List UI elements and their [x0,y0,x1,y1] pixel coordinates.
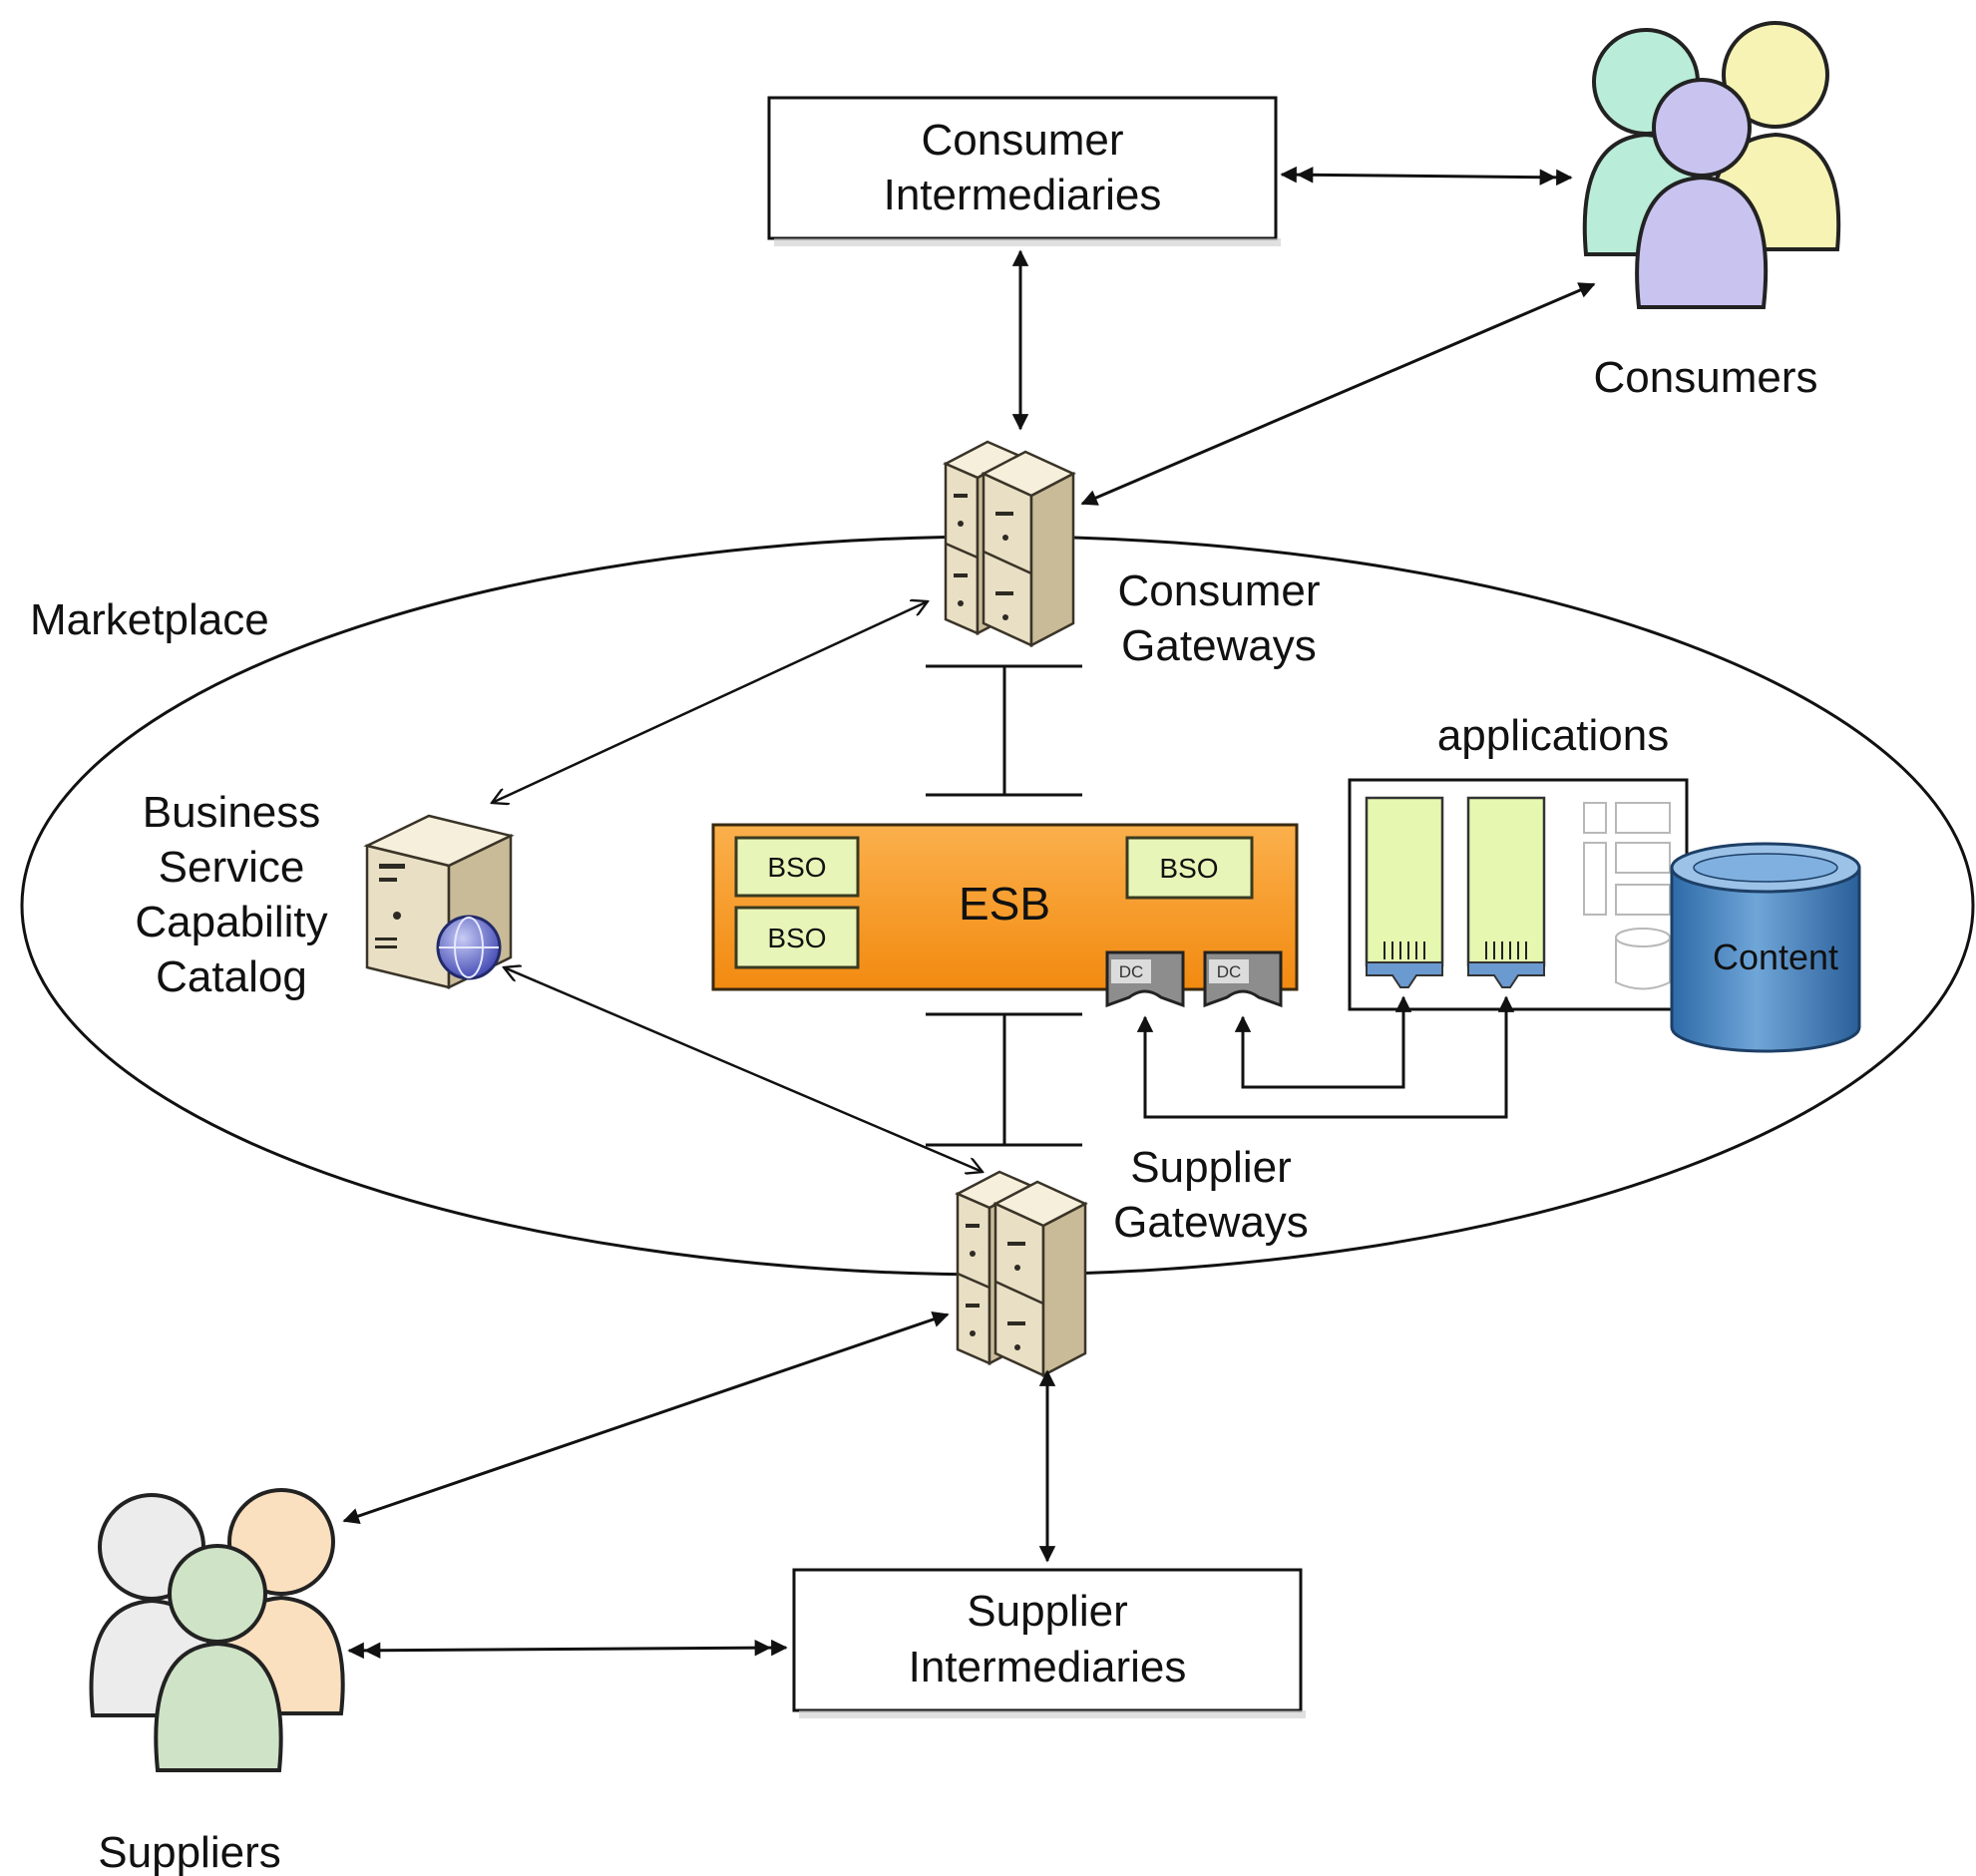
consumer-intermediaries-line1: Consumer [922,116,1124,165]
esb-label: ESB [959,878,1050,930]
application-2-icon [1466,796,1546,988]
suppliers-label: Suppliers [98,1828,280,1876]
dc-connector-2: DC [1203,950,1283,1008]
catalog-line2: Service [159,843,305,892]
dc-label-2: DC [1217,962,1242,981]
edge-intermediaries-consumers [1280,166,1573,187]
supplier-gateways-server-icon [955,1170,1088,1378]
marketplace-label: Marketplace [30,595,269,644]
layout-outline-icon [1583,802,1671,990]
supplier-intermediaries-line2: Intermediaries [909,1643,1187,1691]
consumers-label: Consumers [1594,353,1818,402]
catalog-line1: Business [143,788,321,837]
consumer-gateways-line1: Consumer [1118,566,1321,615]
bso-box-3: BSO [1125,836,1254,900]
supplier-gateways-line1: Supplier [1130,1143,1291,1192]
edge-dc1-app2 [1136,995,1515,1119]
consumers-people-icon [1582,21,1841,309]
applications-label: applications [1437,711,1669,760]
edge-consumers-gateways [1080,282,1596,506]
bso-label-2: BSO [767,923,826,953]
edge-dc2-app1 [1234,995,1412,1089]
supplier-gateways-line2: Gateways [1113,1198,1309,1247]
content-label: Content [1713,937,1838,977]
application-1-icon [1365,796,1444,988]
edge-catalog-supplier-gateways [504,967,983,1172]
consumer-gateways-server-icon [943,440,1076,648]
gateway-esb-link-bottom [926,1012,1082,1147]
bso-box-2: BSO [734,906,860,969]
content-database-icon: Content [1670,842,1861,1053]
catalog-line3: Capability [135,898,327,946]
gateway-esb-link-top [926,664,1082,797]
catalog-server-icon [363,814,515,989]
dc-label-1: DC [1119,962,1144,981]
catalog-line4: Catalog [156,952,307,1001]
consumer-intermediaries-box: Consumer Intermediaries [767,96,1281,246]
dc-connector-1: DC [1105,950,1185,1008]
suppliers-people-icon [89,1488,345,1772]
bso-label-1: BSO [767,852,826,883]
supplier-intermediaries-line1: Supplier [967,1587,1127,1636]
esb-block: ESB BSO BSO BSO DC DC [711,823,1299,1008]
consumer-gateways-line2: Gateways [1121,621,1317,670]
bso-label-3: BSO [1159,853,1218,884]
supplier-intermediaries-box: Supplier Intermediaries [792,1568,1306,1718]
edge-suppliers-intermediaries [347,1639,788,1660]
consumer-intermediaries-line2: Intermediaries [884,171,1162,219]
applications-panel [1348,778,1689,1011]
bso-box-1: BSO [734,836,860,898]
edge-gateways-catalog-top [492,601,928,803]
edge-supplier-gateways-suppliers [342,1312,950,1524]
